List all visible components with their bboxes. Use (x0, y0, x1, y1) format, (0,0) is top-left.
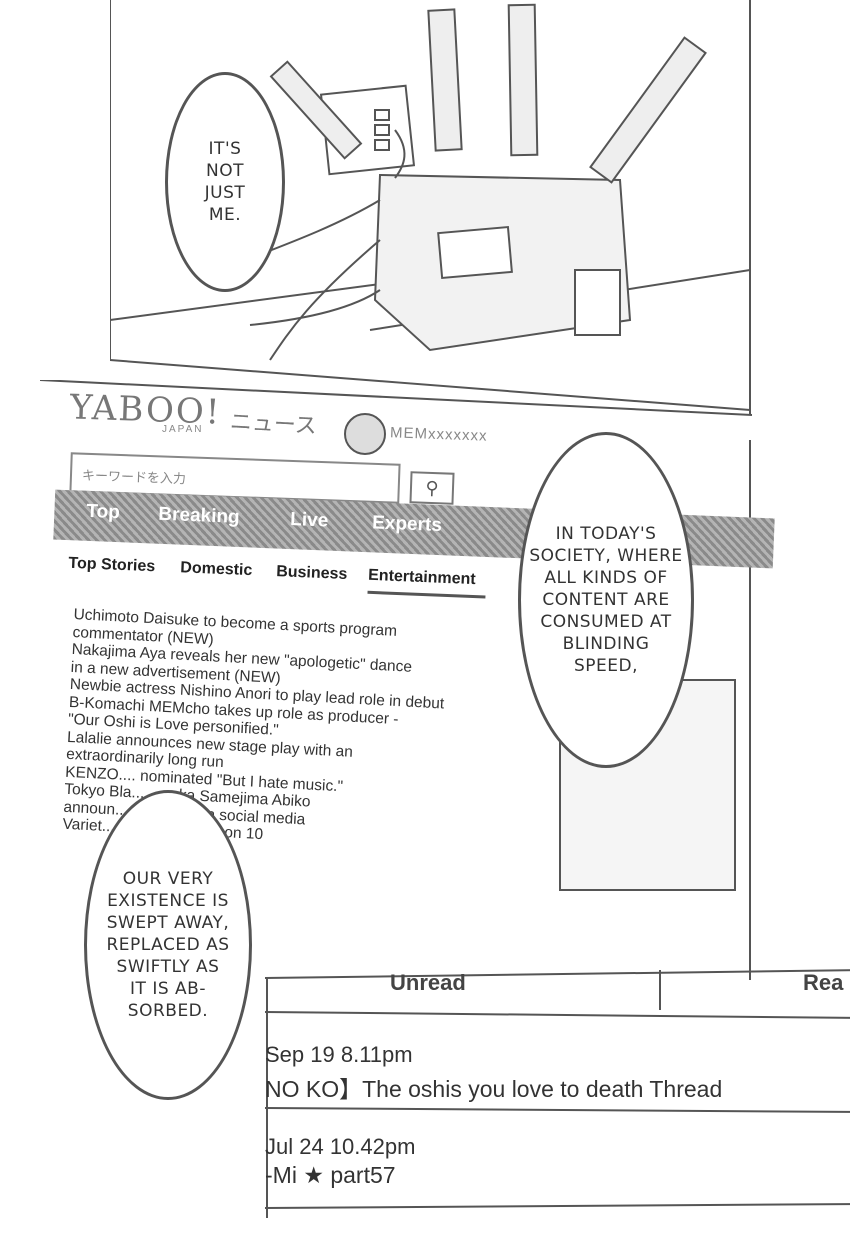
search-icon: ⚲ (425, 477, 439, 498)
balloon-text: IN TODAY'S SOCIETY, WHERE ALL KINDS OF C… (529, 524, 683, 676)
tab-read[interactable]: Rea (803, 970, 844, 995)
balloon-text: IT'S NOT JUST ME. (204, 139, 246, 225)
nav-tab-live[interactable]: Live (289, 509, 329, 532)
news-site-panel: YABOO! JAPAN ニュース MEMxxxxxxx キーワードを入力 ⚲ … (40, 380, 775, 980)
nav-tab-breaking[interactable]: Breaking (157, 503, 241, 528)
subnav-entertainment[interactable]: Entertainment (367, 566, 477, 589)
promo-badge-text: MEMxxxxxxx (389, 424, 488, 445)
thread-title[interactable]: NO KO】The oshis you love to death Thread (265, 1076, 723, 1102)
thread-date: Sep 19 8.11pm (265, 1042, 413, 1067)
nav-tab-top[interactable]: Top (86, 500, 121, 524)
subnav-domestic[interactable]: Domestic (180, 559, 253, 580)
router-illustration (110, 0, 751, 415)
active-tab-underline (367, 590, 486, 599)
subnav-top-stories[interactable]: Top Stories (68, 554, 156, 576)
thread-list-frame (265, 969, 850, 1218)
balloon-text: OUR VERY EXISTENCE IS SWEPT AWAY, REPLAC… (106, 869, 230, 1021)
site-logo-japanese: ニュース (229, 408, 318, 439)
subnav-business[interactable]: Business (275, 563, 348, 583)
speech-balloon-existence: OUR VERY EXISTENCE IS SWEPT AWAY, REPLAC… (84, 790, 252, 1100)
router-panel: IT'S NOT JUST ME. (110, 0, 752, 415)
nav-tab-experts[interactable]: Experts (371, 512, 443, 537)
speech-balloon-society: IN TODAY'S SOCIETY, WHERE ALL KINDS OF C… (518, 432, 694, 768)
search-button[interactable]: ⚲ (409, 471, 455, 505)
thread-date: Jul 24 10.42pm (265, 1134, 416, 1159)
speech-balloon-router: IT'S NOT JUST ME. (165, 72, 285, 292)
site-logo-subtitle: JAPAN (162, 424, 204, 435)
thread-title[interactable]: -Mi ★ part57 (265, 1162, 396, 1188)
thread-list-panel: Unread Rea Sep 19 8.11pm NO KO】The oshis… (265, 968, 850, 1218)
tab-unread[interactable]: Unread (390, 970, 466, 995)
